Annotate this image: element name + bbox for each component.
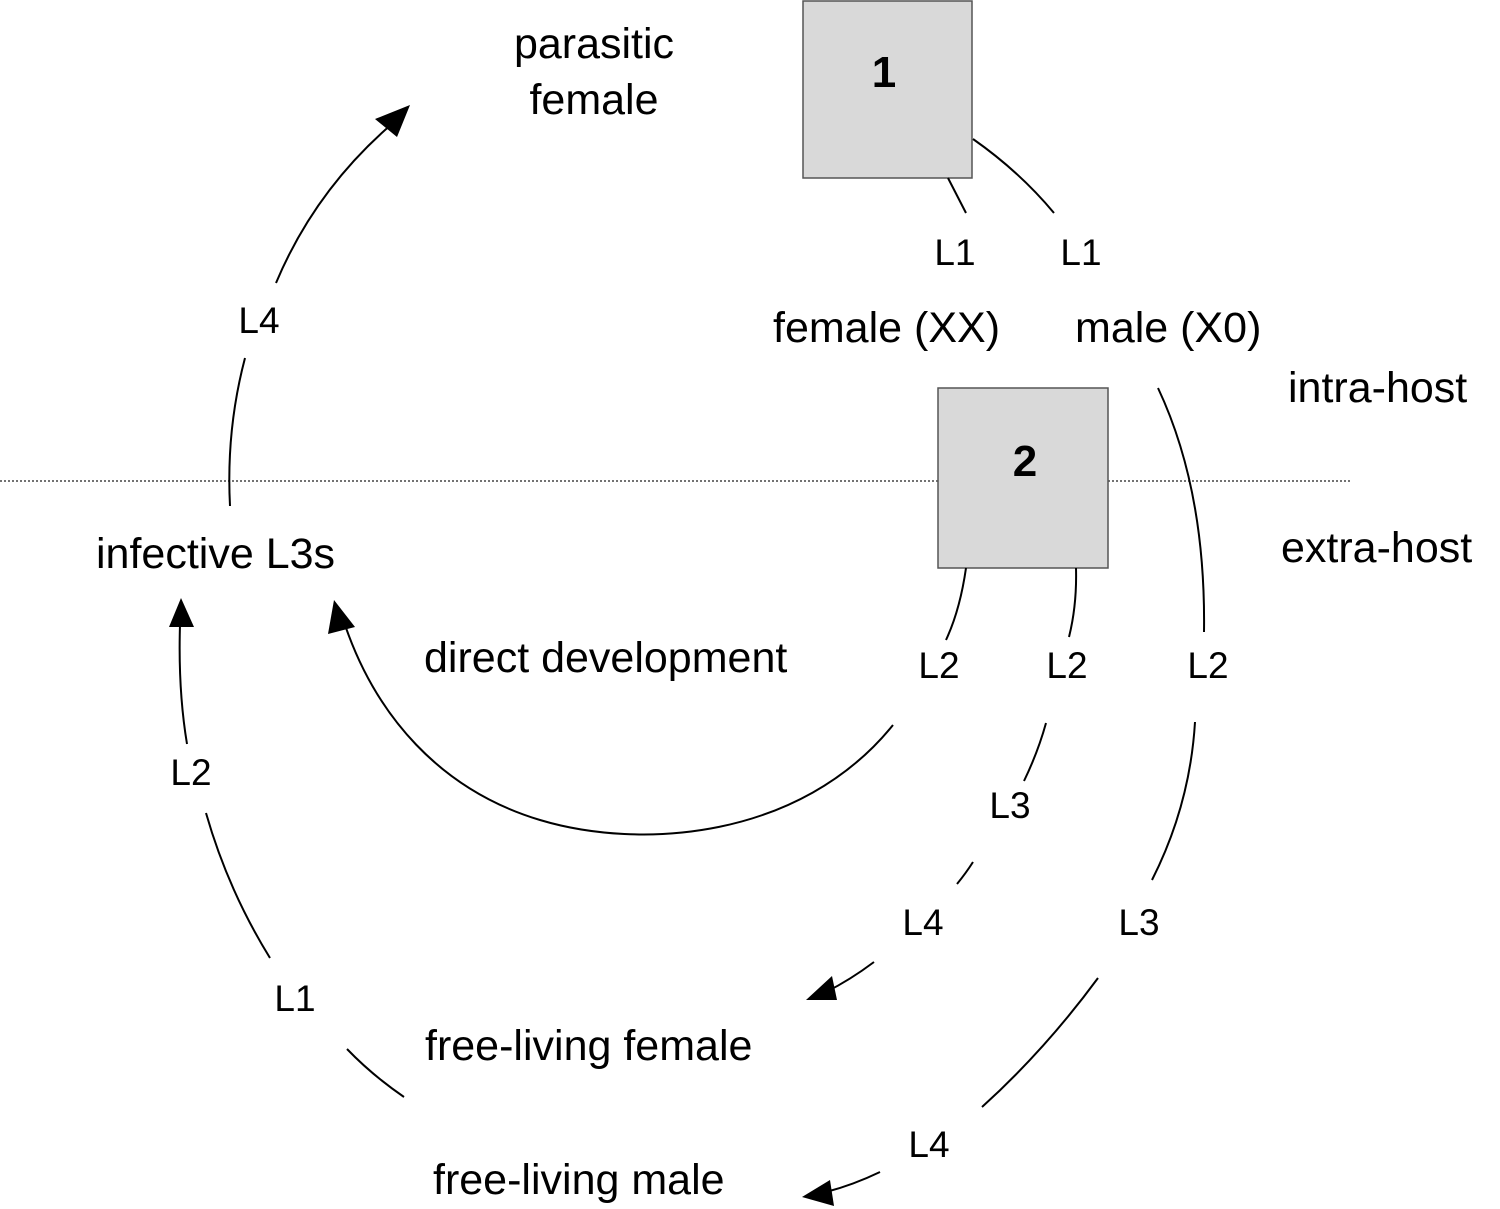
arc-infective-to-parasitic-upper bbox=[275, 122, 394, 284]
intra-host-label: intra-host bbox=[1288, 364, 1467, 412]
female-xx-label: female (XX) bbox=[773, 304, 1000, 352]
arc-female-l3-to-l4 bbox=[956, 861, 974, 885]
arc-offspring-l1-to-l2 bbox=[205, 812, 271, 959]
stage-l4-infective-to-parasitic: L4 bbox=[238, 300, 279, 341]
arrowhead-to-free-living-female bbox=[806, 976, 837, 1000]
extra-host-label: extra-host bbox=[1281, 524, 1472, 572]
infective-l3s-label: infective L3s bbox=[96, 530, 335, 578]
stage-l2-free-living-offspring: L2 bbox=[170, 752, 211, 793]
stage-l1-free-living-offspring: L1 bbox=[274, 978, 315, 1019]
arc-infective-to-parasitic-lower bbox=[228, 357, 246, 507]
arc-female-l2-to-l3 bbox=[1023, 722, 1047, 782]
arc-male-l3-to-l4 bbox=[981, 977, 1099, 1108]
arc-male-l4-to-free-living-male bbox=[825, 1171, 881, 1193]
parasitic-female-label-line2: female bbox=[529, 76, 658, 124]
parasitic-female-label-line1: parasitic bbox=[514, 20, 674, 68]
connector-box1-to-female-l1 bbox=[947, 177, 967, 214]
direct-development-label: direct development bbox=[424, 634, 787, 682]
box-2-label: 2 bbox=[1013, 437, 1037, 486]
stage-l1-male-from-box1: L1 bbox=[1060, 232, 1101, 273]
arc-male-l2-to-l3 bbox=[1151, 721, 1196, 881]
stage-l2-male-path: L2 bbox=[1187, 645, 1228, 686]
arc-male-intra-to-l2 bbox=[1157, 387, 1206, 633]
box-1-label: 1 bbox=[872, 48, 896, 97]
box-1 bbox=[802, 0, 973, 179]
arc-direct-development bbox=[945, 567, 967, 641]
male-x0-label: male (X0) bbox=[1075, 304, 1261, 352]
arc-offspring-l1-lower bbox=[346, 1048, 405, 1098]
free-living-female-label: free-living female bbox=[425, 1022, 752, 1070]
arc-box2-to-female-l2 bbox=[1068, 567, 1078, 638]
box-2 bbox=[937, 387, 1109, 569]
stage-l3-male-path: L3 bbox=[1118, 902, 1159, 943]
connector-box1-to-male-l1 bbox=[972, 138, 1055, 214]
arrowhead-to-infective-l3s bbox=[328, 600, 355, 634]
stage-l1-female-from-box1: L1 bbox=[934, 232, 975, 273]
stage-l2-direct: L2 bbox=[918, 645, 959, 686]
arrowhead-to-infective-from-offspring bbox=[169, 598, 194, 627]
arc-offspring-l2-to-infective bbox=[178, 624, 188, 745]
stage-l3-female-path: L3 bbox=[989, 785, 1030, 826]
stage-l4-female-path: L4 bbox=[902, 902, 943, 943]
free-living-male-label: free-living male bbox=[433, 1156, 725, 1204]
arrowhead-to-parasitic-female bbox=[375, 105, 410, 137]
stage-l4-male-path: L4 bbox=[908, 1124, 949, 1165]
arc-direct-development-main bbox=[343, 621, 894, 836]
stage-l2-female-path: L2 bbox=[1046, 645, 1087, 686]
arrowhead-to-free-living-male bbox=[802, 1180, 834, 1206]
